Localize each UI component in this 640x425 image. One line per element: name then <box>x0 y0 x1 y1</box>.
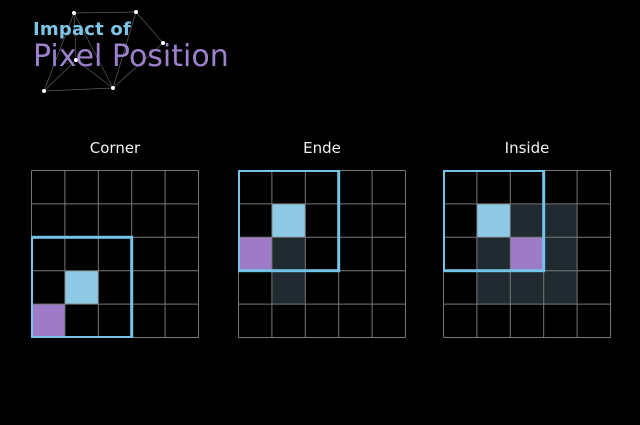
panel-inside-grid <box>443 170 611 338</box>
subtitle: Impact of <box>33 19 132 40</box>
panel-ende-label: Ende <box>303 139 341 157</box>
panel-inside: Inside <box>443 139 611 338</box>
panel-inside-label: Inside <box>504 139 550 157</box>
panel-corner-grid <box>31 170 199 338</box>
panel-ende: Ende <box>238 139 406 338</box>
panel-corner-label: Corner <box>89 139 141 157</box>
network-decoration-icon <box>42 10 165 93</box>
title-block: Impact of Pixel Position <box>33 19 229 73</box>
page-title: Pixel Position <box>33 39 229 74</box>
panel-corner: Corner <box>31 139 199 338</box>
panel-ende-grid <box>238 170 406 338</box>
